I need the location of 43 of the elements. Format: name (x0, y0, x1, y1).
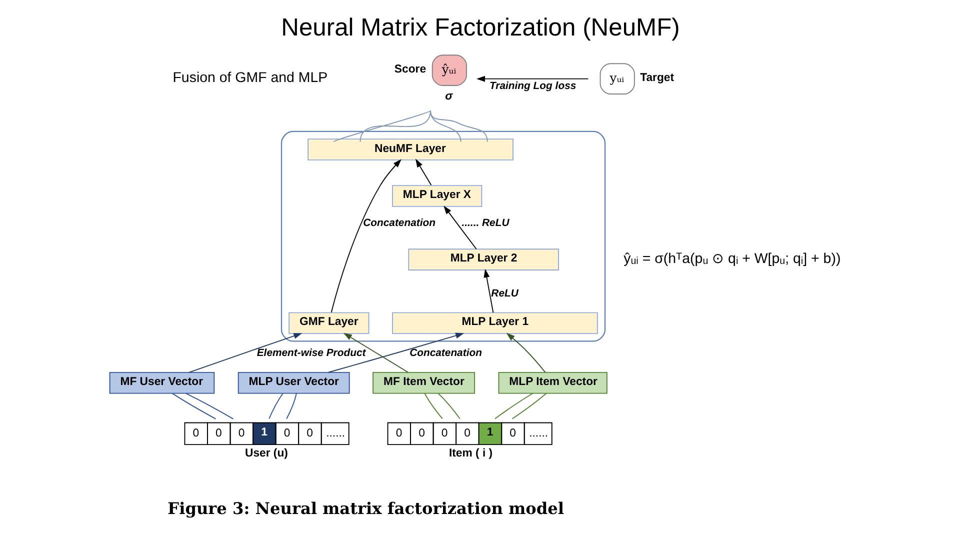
arrow (330, 159, 401, 313)
arrow (483, 268, 494, 314)
node-box: MLP Layer 2 (408, 248, 558, 270)
node-label: Item ( i ) (448, 448, 492, 460)
arrow (506, 332, 546, 373)
connector (424, 392, 442, 420)
node-label: Score (394, 63, 426, 76)
arrow (443, 206, 476, 250)
connector (171, 392, 216, 420)
connector (332, 110, 430, 142)
node-box: NeuMF Layer (307, 138, 513, 160)
connector (185, 392, 234, 420)
arrow (327, 332, 464, 373)
node-label: User (u) (244, 448, 288, 460)
connector (286, 392, 296, 420)
label: Fusion of GMF and MLP (172, 70, 328, 86)
connector (429, 110, 488, 142)
arrow (414, 158, 432, 186)
edge-label: ...... ReLU (461, 218, 509, 230)
edge-label: Concatenation (362, 218, 435, 230)
arrow (188, 333, 302, 373)
connector (494, 392, 533, 420)
connector (511, 392, 546, 420)
edge-label: ReLU (490, 288, 518, 300)
arrow (342, 332, 408, 373)
connector (268, 392, 283, 420)
arrow (476, 76, 588, 82)
node-box: MLP User Vector (237, 372, 350, 394)
label: ŷᵤᵢ = σ(hᵀa(pᵤ ⊙ qᵢ + W[pᵤ; qᵢ] + b)) (623, 250, 840, 267)
node-box: MLP Layer X (392, 185, 482, 207)
edge-label: Concatenation (409, 348, 482, 360)
caption: Figure 3: Neural matrix factorization model (167, 498, 564, 518)
node-box: GMF Layer (288, 312, 369, 334)
node-label: σ (444, 90, 452, 102)
edge-label: Element-wise Product (256, 348, 366, 360)
edge-label: Training Log loss (489, 81, 576, 92)
diagram-title: Neural Matrix Factorization (NeuMF) (280, 14, 680, 42)
node-box: MF User Vector (108, 372, 214, 394)
connector (437, 392, 460, 420)
node-box: MLP Item Vector (498, 372, 607, 394)
node-label: Target (640, 72, 674, 84)
node-box: MLP Layer 1 (392, 312, 598, 334)
node-box: MF Item Vector (372, 372, 475, 394)
